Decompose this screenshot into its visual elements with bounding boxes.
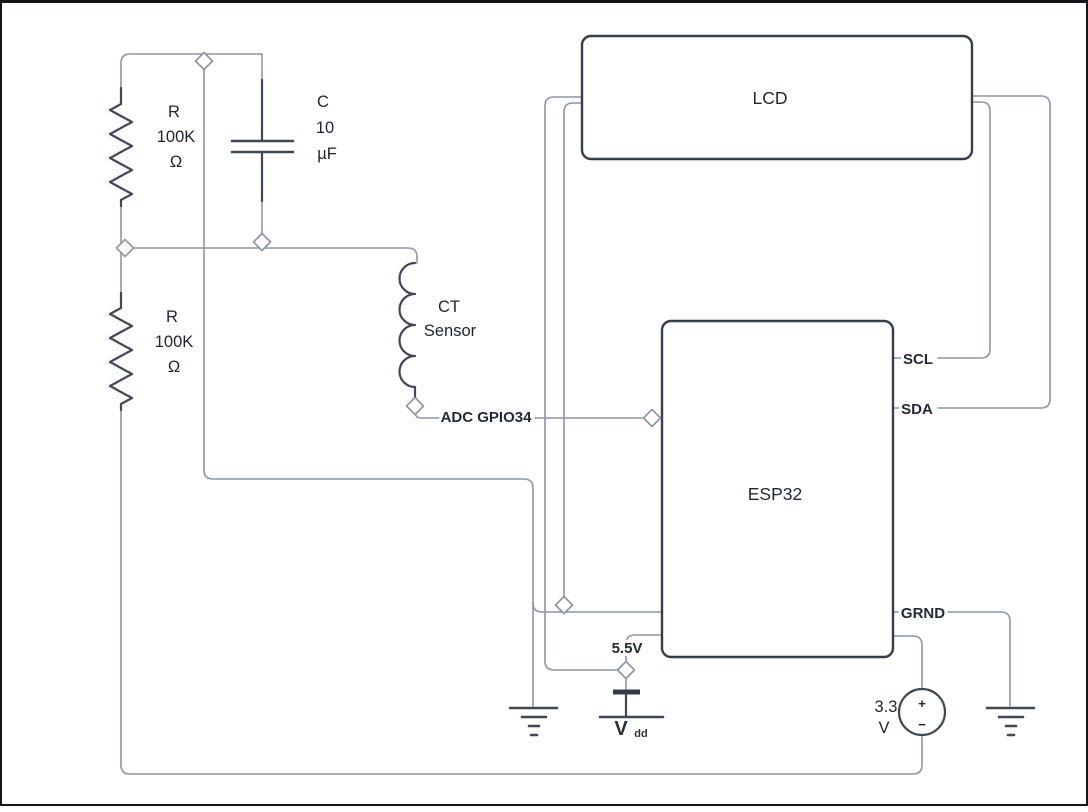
source-unit-label: V xyxy=(878,719,889,737)
source-minus-sign: − xyxy=(918,717,926,732)
node-ct-bottom xyxy=(405,396,425,416)
frame-bottom xyxy=(0,804,1088,806)
ct-sensor-label-line1: CT xyxy=(438,298,460,316)
resistor-top-symbol xyxy=(108,86,134,208)
resistor-bottom-value: 100K xyxy=(155,333,194,351)
wire-lcd-left-outer xyxy=(544,96,618,671)
wire-left-bottom-rail xyxy=(120,409,923,775)
wires xyxy=(120,53,1051,775)
wire-esp32-pin613 xyxy=(532,602,663,613)
resistor-bottom-unit: Ω xyxy=(168,358,180,376)
wire-top-rail xyxy=(120,53,263,89)
wire-mid-rail xyxy=(120,247,418,264)
resistor-top-unit: Ω xyxy=(170,153,182,171)
node-top-rail xyxy=(194,51,214,71)
wire-topnode-to-ground xyxy=(203,59,534,707)
ct-sensor-coil-symbol xyxy=(398,261,417,401)
lcd-block xyxy=(580,34,974,161)
source-plus-sign: + xyxy=(918,696,926,711)
node-lcd-gnd-junction xyxy=(554,595,574,615)
vdd-symbol xyxy=(598,689,665,719)
55v-net-label: 5.5V xyxy=(612,640,643,657)
ground-symbol-right xyxy=(985,706,1036,737)
resistor-top-value: 100K xyxy=(157,128,196,146)
wire-grnd-to-ground xyxy=(947,611,1011,707)
frame-top xyxy=(0,0,1088,3)
resistor-bottom-symbol xyxy=(108,291,134,412)
resistor-top-ref: R xyxy=(168,103,180,121)
esp32-block xyxy=(660,319,895,659)
wire-esp32-55v xyxy=(625,634,663,690)
ground-symbol-left xyxy=(508,706,559,737)
wire-sda xyxy=(937,95,1051,409)
node-cap-bottom xyxy=(252,232,272,252)
adc-gpio34-pin-label: ADC GPIO34 xyxy=(441,409,533,426)
frame-right xyxy=(1086,0,1088,806)
wire-esp32-to-source xyxy=(892,635,923,690)
capacitor-ref: C xyxy=(317,93,329,111)
labels: LCD ESP32 R 100K Ω R 100K Ω C 10 µF CT S… xyxy=(155,88,949,740)
voltage-source-symbol xyxy=(897,687,947,737)
scl-pin-label: SCL xyxy=(903,351,933,368)
ct-sensor-label-line2: Sensor xyxy=(424,322,477,340)
frame-left xyxy=(0,0,2,806)
vdd-label-subscript: dd xyxy=(634,728,647,740)
capacitor-unit: µF xyxy=(317,145,337,163)
sda-pin-label: SDA xyxy=(901,401,933,418)
wire-lcd-left-inner xyxy=(563,102,583,613)
lcd-label: LCD xyxy=(752,88,787,108)
source-value-label: 3.3 xyxy=(875,698,898,716)
wire-scl xyxy=(937,101,991,359)
node-mid-rail-left xyxy=(115,238,135,258)
components xyxy=(108,78,1036,737)
connection-nodes xyxy=(115,51,662,680)
capacitor-value: 10 xyxy=(316,119,334,137)
node-55v-junction xyxy=(616,660,636,680)
resistor-bottom-ref: R xyxy=(166,308,178,326)
grnd-pin-label: GRND xyxy=(901,605,945,622)
vdd-label: V xyxy=(614,718,628,740)
esp32-label: ESP32 xyxy=(748,484,802,504)
node-adc-esp32 xyxy=(642,408,662,428)
